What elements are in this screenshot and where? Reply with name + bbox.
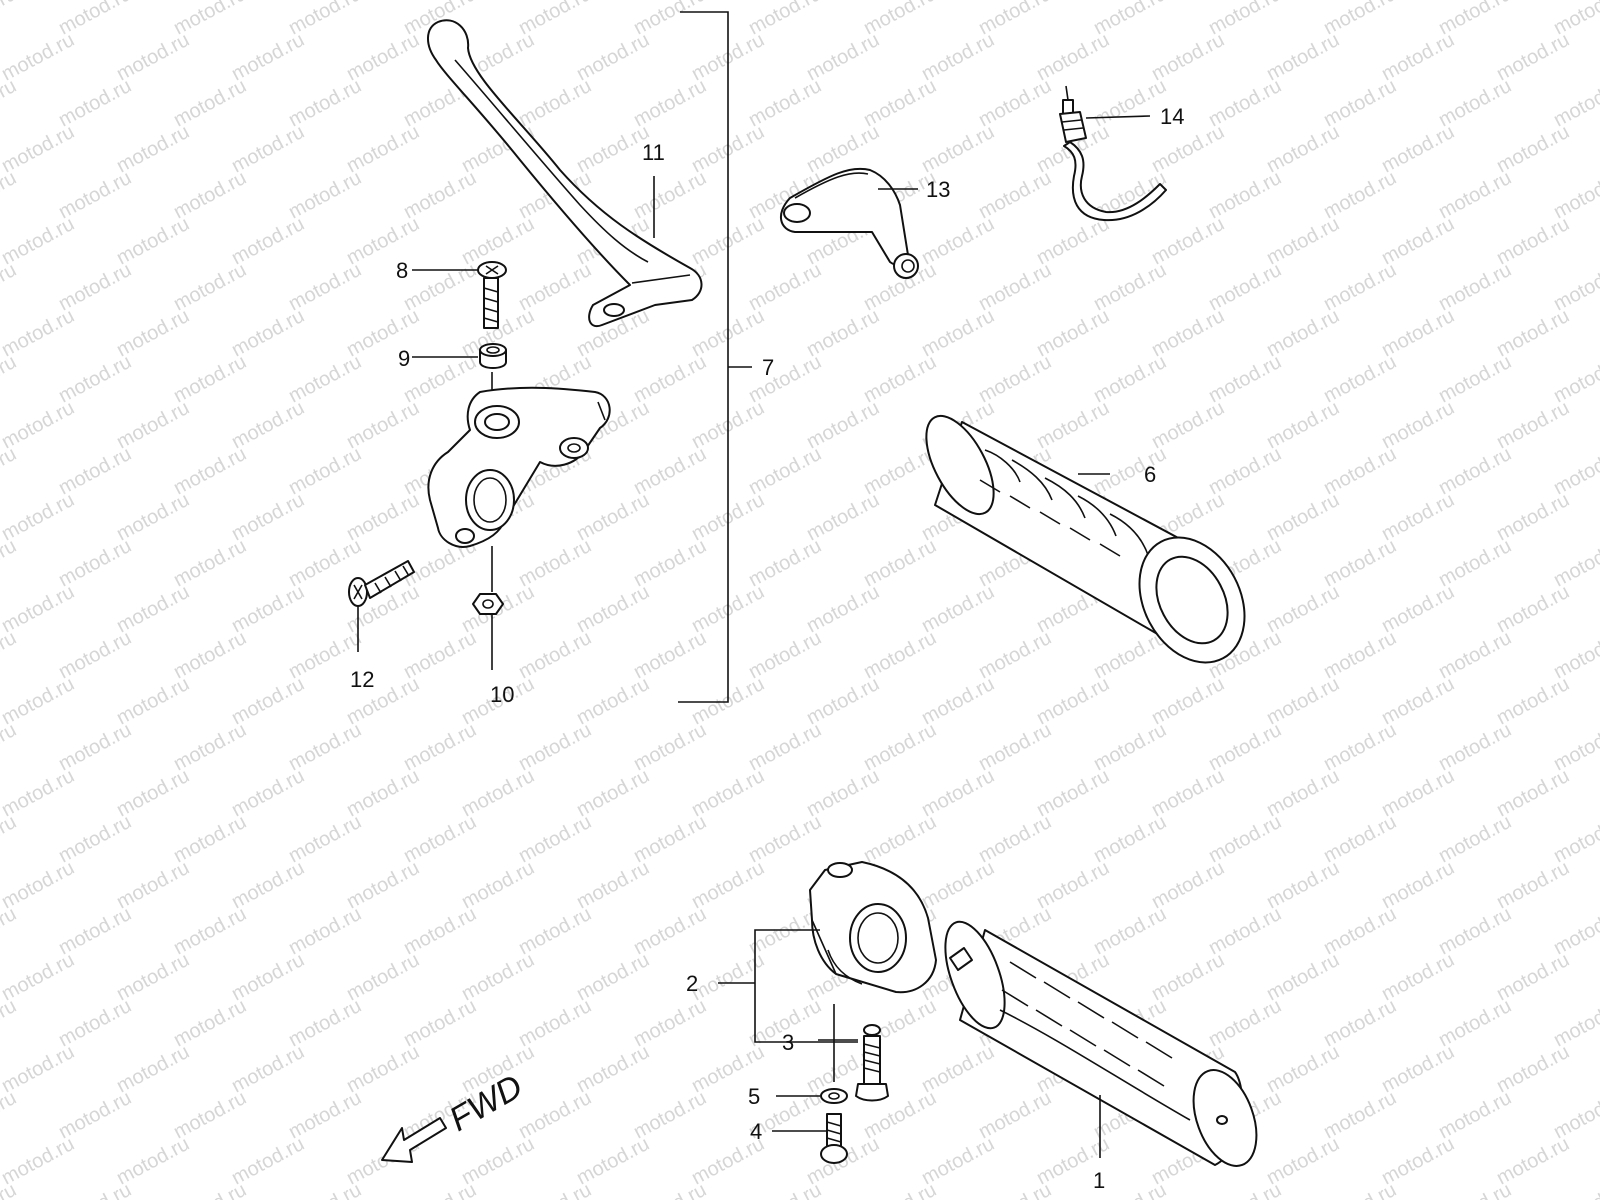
forward-arrow (381, 1117, 447, 1163)
switch-14 (1059, 85, 1167, 222)
nut-10 (472, 593, 504, 615)
callout-8: 8 (396, 258, 408, 283)
callout-3: 3 (782, 1030, 794, 1055)
leader-lines (357, 115, 1151, 1158)
screw-3 (855, 1024, 889, 1102)
callout-5: 5 (748, 1084, 760, 1109)
bracket-13 (780, 167, 919, 279)
callout-4: 4 (750, 1119, 762, 1144)
screw-8 (477, 261, 507, 329)
callout-7: 7 (762, 355, 774, 380)
callout-6: 6 (1144, 462, 1156, 487)
callout-9: 9 (398, 346, 410, 371)
washer-5 (820, 1088, 848, 1104)
lever-bracket (427, 386, 611, 548)
grip-6 (925, 414, 1246, 664)
callout-12: 12 (350, 667, 374, 692)
fwd-label: FWD (443, 1067, 529, 1139)
callout-11: 11 (642, 140, 665, 165)
bushing-9 (479, 343, 507, 369)
throttle-housing-2 (809, 861, 937, 994)
throttle-grip-1 (944, 920, 1258, 1167)
screw-4 (820, 1113, 848, 1164)
callout-14: 14 (1160, 104, 1184, 129)
callout-1: 1 (1093, 1168, 1105, 1193)
clutch-lever (427, 19, 703, 328)
screw-12 (348, 560, 415, 607)
callout-2: 2 (686, 971, 698, 996)
assembly-bracket-7 (678, 11, 752, 703)
callout-10: 10 (490, 682, 514, 707)
callout-13: 13 (926, 177, 950, 202)
